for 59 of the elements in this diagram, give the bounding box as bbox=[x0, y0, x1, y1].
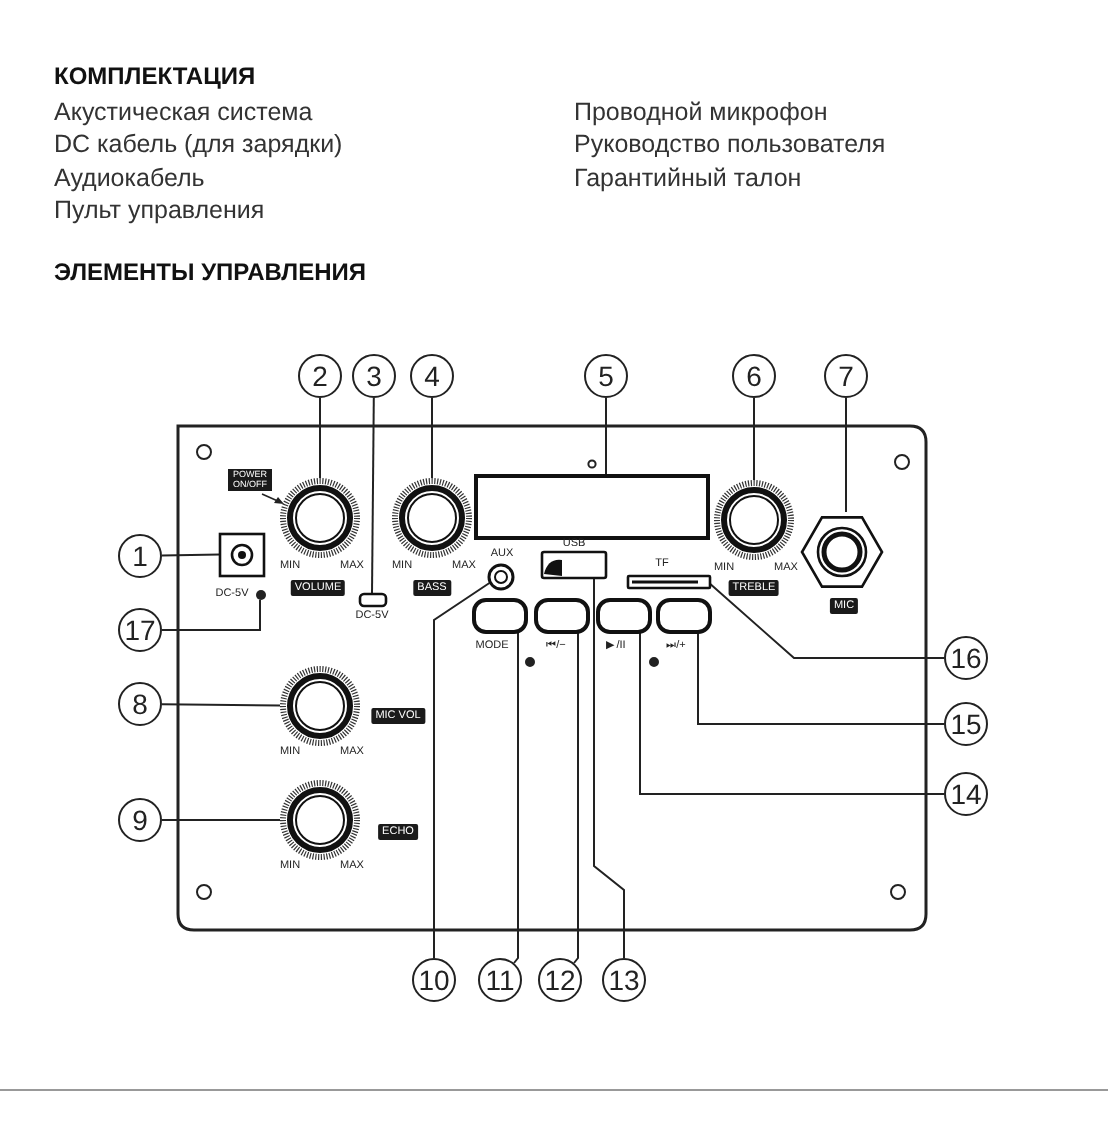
leader-line bbox=[697, 631, 945, 725]
mode-button bbox=[474, 600, 526, 632]
leader-line bbox=[433, 582, 491, 959]
callout-number: 16 bbox=[944, 636, 988, 680]
leader-line bbox=[319, 397, 321, 479]
leader-line bbox=[161, 703, 281, 707]
next-button bbox=[658, 600, 710, 632]
volume-knob bbox=[280, 478, 360, 558]
previous-button bbox=[536, 600, 588, 632]
callout-number: 4 bbox=[410, 354, 454, 398]
callout-number: 10 bbox=[412, 958, 456, 1002]
callout-number: 15 bbox=[944, 702, 988, 746]
list-item: Руководство пользователя bbox=[574, 132, 886, 160]
leader-line bbox=[513, 631, 519, 964]
leader-line bbox=[371, 397, 375, 595]
callout-number: 1 bbox=[118, 534, 162, 578]
leader-line bbox=[161, 553, 221, 557]
list-item: Гарантийный талон bbox=[574, 166, 802, 194]
leader-line bbox=[593, 577, 625, 959]
aux-jack bbox=[488, 564, 514, 590]
callout-number: 2 bbox=[298, 354, 342, 398]
callout-number: 9 bbox=[118, 798, 162, 842]
section-heading: КОМПЛЕКТАЦИЯ bbox=[54, 64, 256, 91]
usb-port bbox=[360, 594, 386, 606]
power-jack bbox=[220, 534, 264, 576]
callout-number: 11 bbox=[478, 958, 522, 1002]
microphone-jack bbox=[802, 512, 882, 592]
section-heading: ЭЛЕМЕНТЫ УПРАВЛЕНИЯ bbox=[54, 260, 366, 287]
leader-line bbox=[573, 631, 579, 964]
usb-port bbox=[542, 552, 606, 578]
echo-knob bbox=[280, 780, 360, 860]
callout-number: 5 bbox=[584, 354, 628, 398]
list-item: Пульт управления bbox=[54, 198, 265, 226]
callout-number: 13 bbox=[602, 958, 646, 1002]
list-item: Проводной микрофон bbox=[574, 100, 828, 128]
treble-knob bbox=[714, 480, 794, 560]
bass-knob bbox=[392, 478, 472, 558]
list-item: Аудиокабель bbox=[54, 166, 205, 194]
leader-line bbox=[845, 397, 847, 513]
callout-number: 6 bbox=[732, 354, 776, 398]
leader-line bbox=[431, 397, 433, 479]
callout-number: 8 bbox=[118, 682, 162, 726]
callout-number: 7 bbox=[824, 354, 868, 398]
mic-volume-knob bbox=[280, 666, 360, 746]
callout-number: 3 bbox=[352, 354, 396, 398]
indicator-led bbox=[256, 590, 266, 600]
callout-number: 14 bbox=[944, 772, 988, 816]
display-window bbox=[476, 476, 708, 538]
leader-line bbox=[161, 598, 261, 631]
leader-line bbox=[161, 819, 281, 821]
callout-number: 17 bbox=[118, 608, 162, 652]
list-item: Акустическая система bbox=[54, 100, 313, 128]
card-slot bbox=[628, 576, 710, 588]
leader-line bbox=[753, 397, 755, 481]
leader-line bbox=[605, 397, 607, 477]
play-pause-button bbox=[598, 600, 650, 632]
leader-line bbox=[639, 631, 945, 795]
list-item: DC кабель (для зарядки) bbox=[54, 132, 343, 160]
callout-number: 12 bbox=[538, 958, 582, 1002]
